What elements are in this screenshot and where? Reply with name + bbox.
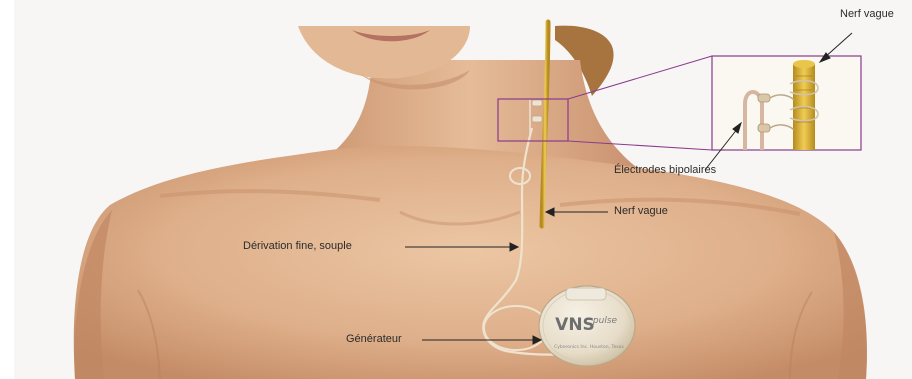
inset-box: [712, 56, 861, 150]
left-strip: [0, 0, 14, 379]
generator: VNS pulse Cyberonics Inc. Houston, Texas: [539, 286, 635, 366]
label-nerf-vague: Nerf vague: [614, 205, 668, 217]
generator-brand: VNS: [555, 315, 595, 335]
generator-engraving: Cyberonics Inc. Houston, Texas: [554, 344, 624, 350]
label-generateur: Générateur: [346, 333, 402, 345]
label-nerf-vague-top: Nerf vague: [840, 8, 894, 20]
generator-brand-sub: pulse: [592, 316, 618, 326]
label-electrodes-bipolaires: Électrodes bipolaires: [614, 164, 716, 176]
label-derivation: Dérivation fine, souple: [243, 240, 352, 252]
